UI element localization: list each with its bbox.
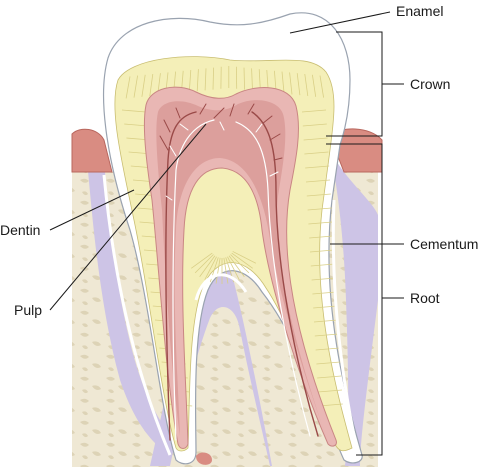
dentin-tubule: [314, 333, 339, 337]
cementum-label: Cementum: [410, 236, 478, 252]
dentin-tubule: [317, 389, 343, 393]
dentin-tubule: [230, 254, 250, 274]
root-bracket: [326, 143, 383, 456]
dentin-tubule: [227, 256, 240, 281]
dentin-tubule: [199, 255, 216, 277]
dentin-label: Dentin: [0, 222, 40, 238]
root-label: Root: [410, 290, 440, 306]
dentin-tubule: [311, 277, 336, 281]
dentin-tubule: [196, 69, 199, 92]
dentin-tubule: [289, 72, 293, 95]
root-apex: [196, 452, 212, 465]
dentin-tubule: [306, 193, 331, 197]
dentin-tubule: [243, 67, 245, 90]
dentin-tubule: [319, 75, 324, 98]
dentin-tubule: [296, 73, 301, 96]
dentin-tubule: [304, 151, 329, 155]
enamel-label: Enamel: [396, 3, 443, 19]
dentin-tubule: [194, 254, 214, 274]
dentin-tubule: [149, 73, 154, 97]
dentin-tubule: [305, 179, 331, 183]
pulp-leader: [49, 123, 207, 311]
dentin-tubule: [121, 109, 147, 113]
pulp-label: Pulp: [14, 302, 42, 318]
dentin-tubule: [228, 255, 245, 277]
dentin-tubule: [310, 263, 335, 267]
dentin-tubule: [188, 69, 192, 93]
dentin-tubule: [302, 123, 327, 127]
cementum-layer: [102, 174, 360, 456]
dentin-tubule: [212, 67, 214, 90]
crown-label: Crown: [410, 76, 450, 92]
dentin-tubule: [301, 109, 327, 113]
dentin-tubule: [308, 221, 333, 225]
enamel-leader: [289, 11, 391, 34]
leader-lines: [49, 11, 404, 456]
pulp-vessels: [159, 103, 319, 441]
dentin-tubule: [309, 235, 334, 239]
dentin-tubule: [251, 68, 253, 91]
dentin-tubule: [309, 249, 335, 253]
dentin-tubule: [141, 74, 146, 97]
dentin-tubule: [312, 291, 337, 295]
dentin-tubule: [304, 73, 309, 97]
dentin-tubule: [204, 256, 217, 281]
dentin-tubule: [312, 74, 317, 97]
dentin-tubule: [305, 165, 330, 169]
dentin-tubule: [204, 68, 207, 91]
dentin-tubule: [232, 251, 257, 264]
dentin-tubule: [313, 305, 338, 309]
pulp: [143, 86, 337, 449]
dentin-tubule: [125, 76, 131, 99]
dentin-tubule: [191, 252, 213, 269]
dentin-tubule: [281, 71, 285, 94]
dentin-tubule: [133, 75, 138, 98]
dentin-tubule: [317, 375, 342, 379]
dentin-tubule: [315, 347, 340, 351]
dentin-tubule: [313, 319, 339, 323]
dentin-tubule: [316, 361, 341, 365]
dentin-tubule: [303, 137, 328, 141]
dentin-tubule: [215, 257, 221, 284]
dentin-tubule: [231, 252, 253, 269]
dentin-leader: [49, 189, 135, 231]
dentin-tubule: [223, 257, 229, 284]
dentin-tubule: [307, 207, 332, 211]
